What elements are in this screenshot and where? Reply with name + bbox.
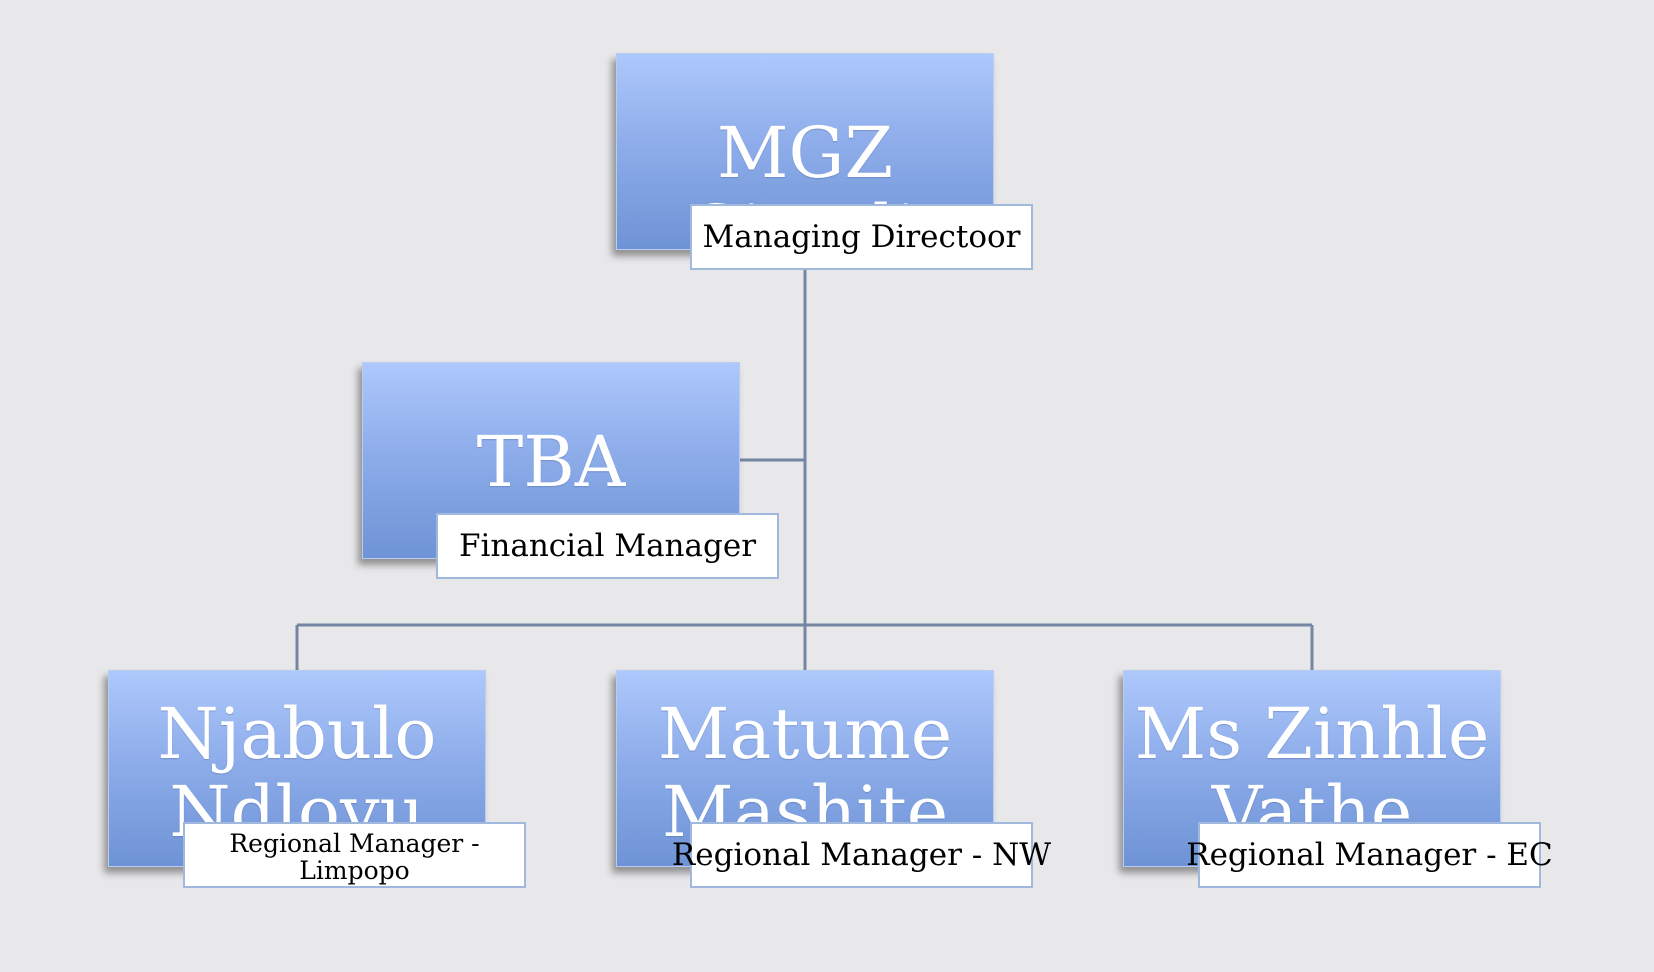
title-regional-nw: Regional Manager - NW (672, 822, 1051, 888)
title-managing-director: Managing Directoor (690, 204, 1033, 270)
node-name: TBA (476, 421, 626, 503)
title-financial-manager: Financial Manager (436, 513, 779, 579)
title-regional-ec: Regional Manager - EC (1186, 822, 1553, 888)
node-name: Njabulo Ndlovu (157, 693, 437, 853)
title-regional-limpopo: Regional Manager - Limpopo (183, 822, 526, 888)
